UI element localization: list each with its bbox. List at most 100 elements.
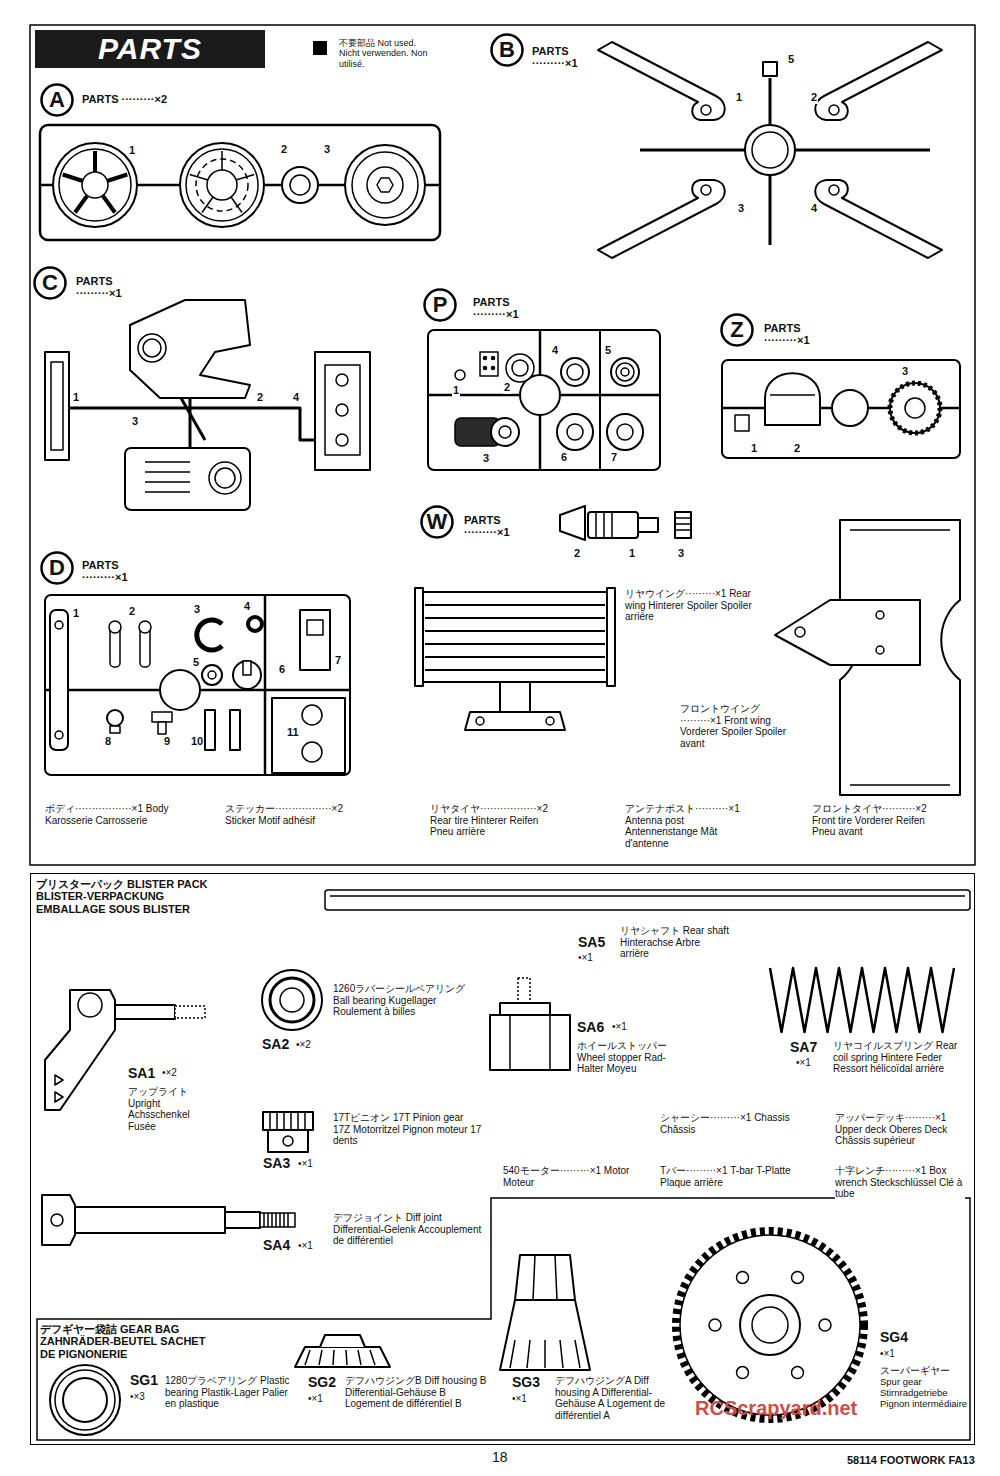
callout-number: 3 xyxy=(193,604,201,616)
part-code: SG3 xyxy=(512,1375,540,1390)
sprue-letter: C xyxy=(33,266,67,300)
callout-number: 3 xyxy=(482,453,490,465)
part-description: ホイールストッパー Wheel stopper Rad-Halter Moyeu xyxy=(577,1040,687,1075)
callout-number: 7 xyxy=(334,655,342,667)
sprue-letter: B xyxy=(490,33,524,67)
parts-count-label: PARTS ·········×1 xyxy=(532,46,594,69)
legend-text: 不要部品 Not used. Nicht verwenden. Non util… xyxy=(339,38,434,69)
letter-circle-outline xyxy=(492,35,523,66)
part-code: SA3 xyxy=(263,1156,290,1171)
sprue-letter: W xyxy=(420,505,454,539)
part-description: デフハウジングB Diff housing B Differential-Geh… xyxy=(345,1375,490,1410)
part-code: SA5 xyxy=(578,935,605,950)
part-code: SA4 xyxy=(263,1238,290,1253)
part-code: SA2 xyxy=(262,1037,289,1052)
callout-number: 2 xyxy=(810,92,818,104)
sprue-letter: A xyxy=(40,83,74,117)
part-description: アンテナポスト··········×1 Antenna post Antenne… xyxy=(625,803,755,849)
blister-pack-panel: ブリスターパック BLISTER PACK BLISTER-VERPACKUNG… xyxy=(30,873,975,1445)
quantity-label: •×2 xyxy=(296,1040,311,1051)
parts-count-label: PARTS ·········×1 xyxy=(76,276,138,299)
letter-circle-outline xyxy=(42,85,73,116)
quantity-label: •×1 xyxy=(796,1058,811,1069)
quantity-label: •×1 xyxy=(298,1159,313,1170)
callout-number: 2 xyxy=(503,382,511,394)
part-description: アッパーデッキ·········×1 Upper deck Oberes Dec… xyxy=(835,1112,965,1147)
callout-number: 11 xyxy=(286,727,300,739)
callout-number: 3 xyxy=(131,416,139,428)
letter-circle-outline xyxy=(42,553,73,584)
sprue-letter: P xyxy=(423,288,457,322)
callout-number: 2 xyxy=(128,606,136,618)
part-code: SA6 xyxy=(577,1020,604,1035)
sprue-letter: Z xyxy=(720,313,754,347)
panel-heading: ブリスターパック BLISTER PACK BLISTER-VERPACKUNG… xyxy=(36,878,226,915)
heading-text: PARTS xyxy=(98,34,202,64)
quantity-label: •×1 xyxy=(298,1241,313,1252)
callout-number: 1 xyxy=(750,443,758,455)
part-code: SA7 xyxy=(790,1040,817,1055)
quantity-label: •×1 xyxy=(308,1394,323,1405)
part-description: スーパーギヤー Spur gear Stirnradgetriebe Pigno… xyxy=(880,1366,968,1410)
part-description: フロントウイング·········×1 Front wing Vorderer … xyxy=(680,703,800,749)
callout-number: 3 xyxy=(677,548,685,560)
callout-number: 1 xyxy=(452,385,460,397)
part-description: リヤコイルスプリング Rear coil spring Hintere Fede… xyxy=(833,1040,968,1075)
part-code: SG1 xyxy=(130,1373,158,1388)
callout-number: 2 xyxy=(793,443,801,455)
callout-number: 7 xyxy=(610,452,618,464)
callout-number: 2 xyxy=(280,144,288,156)
parts-count-label: PARTS ·········×1 xyxy=(464,515,526,538)
parts-count-label: PARTS ·········×1 xyxy=(82,560,144,583)
letter-circle-outline xyxy=(35,268,66,299)
sprue-letter-text: B xyxy=(499,39,515,61)
part-description: 1260ラバーシールベアリング Ball bearing Kugellager … xyxy=(333,983,483,1018)
letter-circle-outline xyxy=(722,315,753,346)
letter-circle-outline xyxy=(422,507,453,538)
part-code: SA1 xyxy=(128,1066,155,1081)
part-description: デフハウジングA Diff housing A Differential-Geh… xyxy=(555,1375,685,1421)
part-description: 17Tピニオン 17T Pinion gear 17Z Motorritzel … xyxy=(333,1112,483,1147)
part-description: アップライト Upright Achsschenkel Fusée xyxy=(128,1086,208,1132)
callout-number: 1 xyxy=(128,145,136,157)
panel-heading: デフギヤー袋詰 GEAR BAG ZAHNRÄDER-BEUTEL SACHET… xyxy=(40,1323,215,1360)
callout-number: 5 xyxy=(604,345,612,357)
sprue-letter-text: W xyxy=(427,511,448,533)
part-description: 1280プラベアリング Plastic bearing Plastik-Lage… xyxy=(165,1375,290,1410)
part-code: SG2 xyxy=(308,1375,336,1390)
callout-number: 3 xyxy=(901,366,909,378)
sprue-letter-text: C xyxy=(42,272,58,294)
part-description: 540モーター·········×1 Motor Moteur xyxy=(503,1165,633,1188)
part-description: リヤタイヤ·················×2 Rear tire Hinte… xyxy=(430,803,555,838)
gear-bag-border xyxy=(37,1198,970,1440)
callout-number: 10 xyxy=(190,736,204,748)
callout-number: 3 xyxy=(737,203,745,215)
parts-count-label: PARTS ·········×2 xyxy=(82,94,167,106)
callout-number: 6 xyxy=(560,452,568,464)
callout-number: 3 xyxy=(323,144,331,156)
parts-count-label: PARTS ·········×1 xyxy=(764,323,826,346)
part-description: ボディ·················×1 Body Karosserie C… xyxy=(45,803,170,826)
quantity-label: •×1 xyxy=(578,953,593,964)
callout-number: 9 xyxy=(163,736,171,748)
quantity-label: •×1 xyxy=(880,1349,895,1360)
part-description: リヤシャフト Rear shaft Hinterachse Arbre arri… xyxy=(620,925,730,960)
model-number: 58114 FOOTWORK FA13 xyxy=(847,1455,975,1467)
quantity-label: •×2 xyxy=(162,1068,177,1079)
sprue-letter: D xyxy=(40,551,74,585)
sprue-letter-text: A xyxy=(49,89,65,111)
part-description: ステッカー·················×2 Sticker Motif a… xyxy=(225,803,350,826)
callout-number: 1 xyxy=(72,392,80,404)
callout-number: 6 xyxy=(278,664,286,676)
sprue-letter-text: Z xyxy=(730,319,743,341)
quantity-label: •×1 xyxy=(512,1394,527,1405)
parts-count-label: PARTS ·········×1 xyxy=(473,297,535,320)
part-description: デフジョイント Diff joint Differential-Gelenk A… xyxy=(333,1212,483,1247)
part-description: シャーシー·········×1 Chassis Châssis xyxy=(660,1112,800,1135)
callout-number: 1 xyxy=(72,608,80,620)
callout-number: 1 xyxy=(735,92,743,104)
callout-number: 2 xyxy=(573,548,581,560)
part-code: SG4 xyxy=(880,1330,908,1345)
